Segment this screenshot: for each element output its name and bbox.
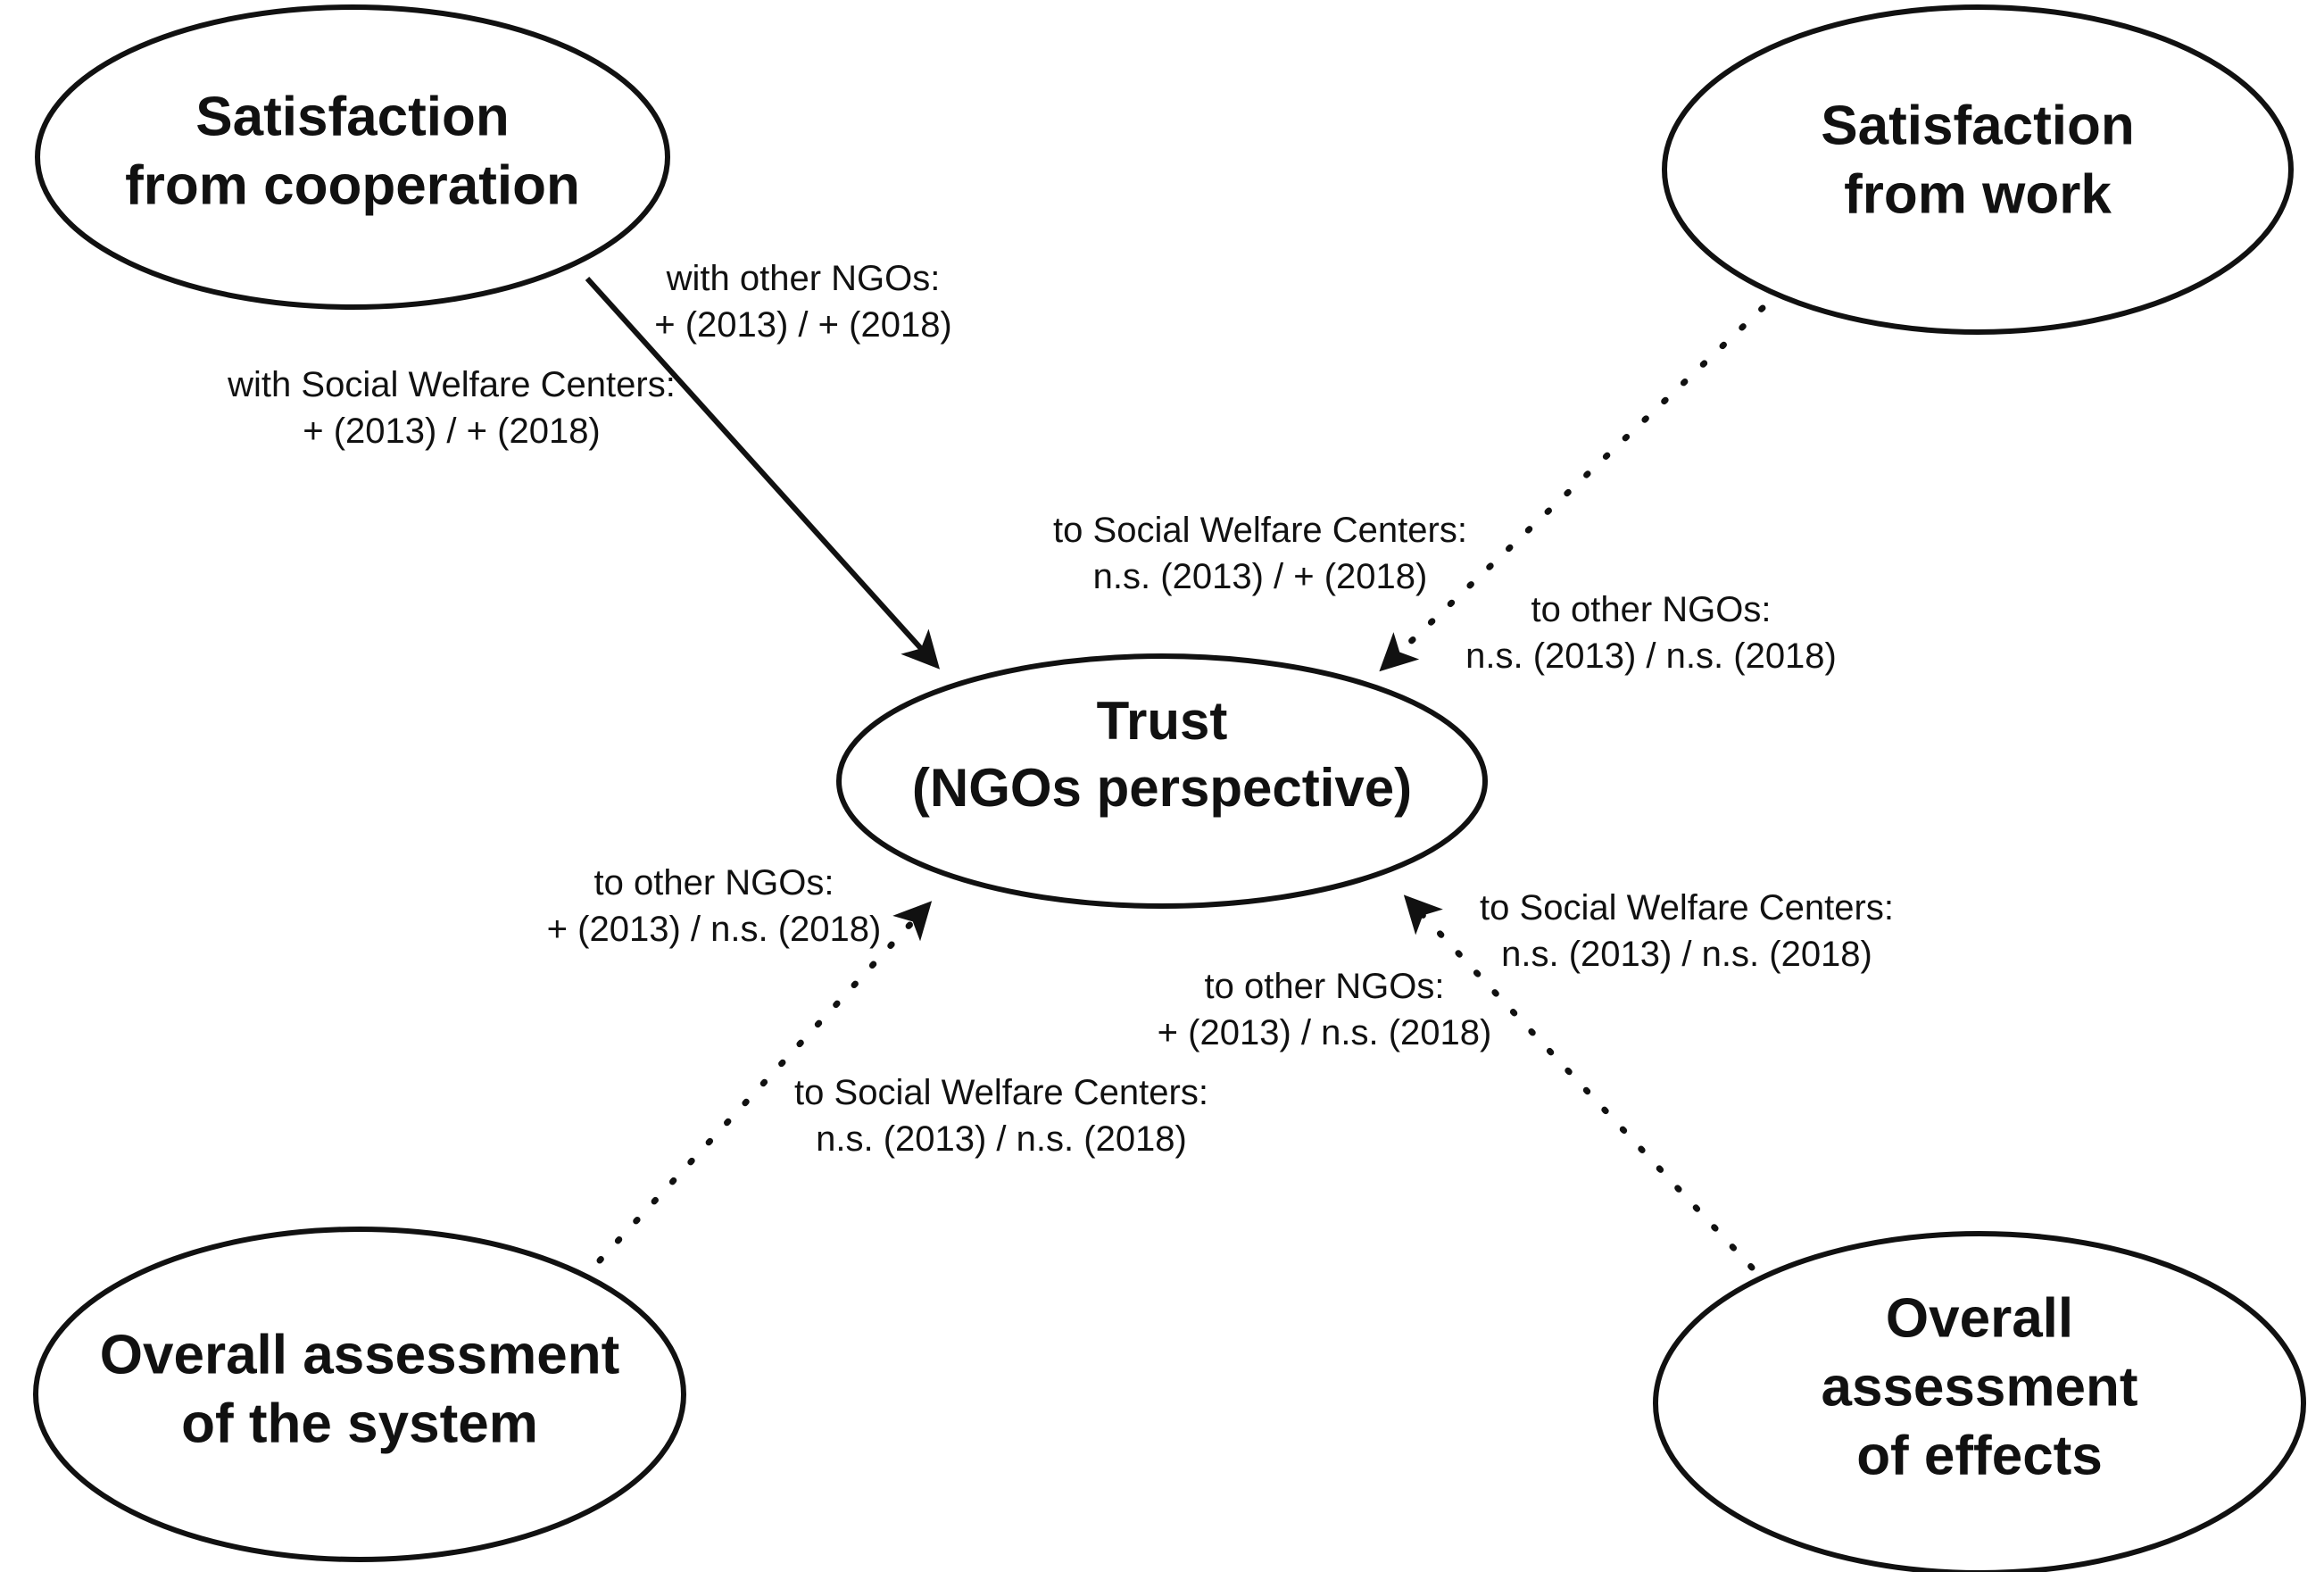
edge-label-cooperation-swc-line2: + (2013) / + (2018) — [303, 412, 601, 451]
node-overall-assessment-of-the-system[interactable]: Overall assessment of the system — [33, 1227, 686, 1562]
node-label-overall-assessment-of-the-system-line1: Overall assessment — [100, 1324, 620, 1385]
edge-line-work-to-trust — [1379, 304, 1766, 672]
node-ellipse-overall-assessment-of-the-system[interactable] — [33, 1227, 686, 1562]
edge-label-effects-swc-line2: n.s. (2013) / n.s. (2018) — [1501, 935, 1872, 974]
edge-line-cooperation-to-trust — [585, 276, 941, 670]
edge-label-effects-ngos-line2: + (2013) / n.s. (2018) — [1158, 1013, 1492, 1052]
node-label-overall-assessment-of-effects-line2: assessment — [1821, 1356, 2137, 1418]
edge-label-system-swc-line2: n.s. (2013) / n.s. (2018) — [816, 1119, 1187, 1159]
edge-label-effects-swc-line1: to Social Welfare Centers: — [1480, 888, 1894, 927]
node-label-satisfaction-from-work-line1: Satisfaction — [1821, 95, 2134, 156]
edge-label-system-swc-line1: to Social Welfare Centers: — [794, 1073, 1208, 1112]
edge-label-cooperation-swc-line1: with Social Welfare Centers: — [227, 365, 676, 404]
node-label-trust-line2: (NGOs perspective) — [912, 758, 1412, 818]
node-label-overall-assessment-of-effects-line1: Overall — [1886, 1287, 2073, 1349]
edge-cooperation-to-trust: with other NGOs: + (2013) / + (2018) wit… — [227, 259, 952, 670]
node-ellipse-trust[interactable] — [836, 653, 1488, 909]
node-label-satisfaction-from-cooperation-line2: from cooperation — [125, 154, 580, 216]
node-satisfaction-from-work[interactable]: Satisfaction from work — [1662, 4, 2294, 335]
edge-line-system-to-trust — [596, 901, 933, 1264]
node-label-overall-assessment-of-the-system-line2: of the system — [181, 1393, 538, 1454]
edge-effects-to-trust: to Social Welfare Centers: n.s. (2013) /… — [1158, 888, 1894, 1271]
node-label-trust-line1: Trust — [1097, 691, 1228, 751]
node-ellipse-satisfaction-from-cooperation[interactable] — [35, 4, 670, 310]
node-ellipse-satisfaction-from-work[interactable] — [1662, 4, 2294, 335]
edge-label-work-swc-line2: n.s. (2013) / + (2018) — [1093, 557, 1428, 596]
node-overall-assessment-of-effects[interactable]: Overall assessment of effects — [1653, 1231, 2306, 1572]
edge-system-to-trust: to other NGOs: + (2013) / n.s. (2018) to… — [547, 863, 1208, 1264]
node-label-satisfaction-from-work-line2: from work — [1844, 163, 2112, 225]
node-satisfaction-from-cooperation[interactable]: Satisfaction from cooperation — [35, 4, 670, 310]
edge-label-system-ngos-line1: to other NGOs: — [594, 863, 834, 902]
edge-label-effects-ngos-line1: to other NGOs: — [1205, 967, 1445, 1006]
edge-label-cooperation-ngos-line1: with other NGOs: — [666, 259, 941, 298]
node-label-overall-assessment-of-effects-line3: of effects — [1856, 1425, 2103, 1486]
edge-label-system-ngos-line2: + (2013) / n.s. (2018) — [547, 910, 882, 949]
node-ellipse-overall-assessment-of-effects[interactable] — [1653, 1231, 2306, 1572]
edge-work-to-trust: to Social Welfare Centers: n.s. (2013) /… — [1053, 304, 1837, 676]
edge-label-work-swc-line1: to Social Welfare Centers: — [1053, 511, 1467, 550]
edge-label-cooperation-ngos-line2: + (2013) / + (2018) — [654, 305, 952, 345]
edge-label-work-ngos-line2: n.s. (2013) / n.s. (2018) — [1465, 636, 1837, 676]
node-trust[interactable]: Trust (NGOs perspective) — [836, 653, 1488, 909]
node-label-satisfaction-from-cooperation-line1: Satisfaction — [195, 86, 509, 147]
edge-label-work-ngos-line1: to other NGOs: — [1531, 590, 1772, 629]
edge-line-effects-to-trust — [1403, 894, 1755, 1271]
